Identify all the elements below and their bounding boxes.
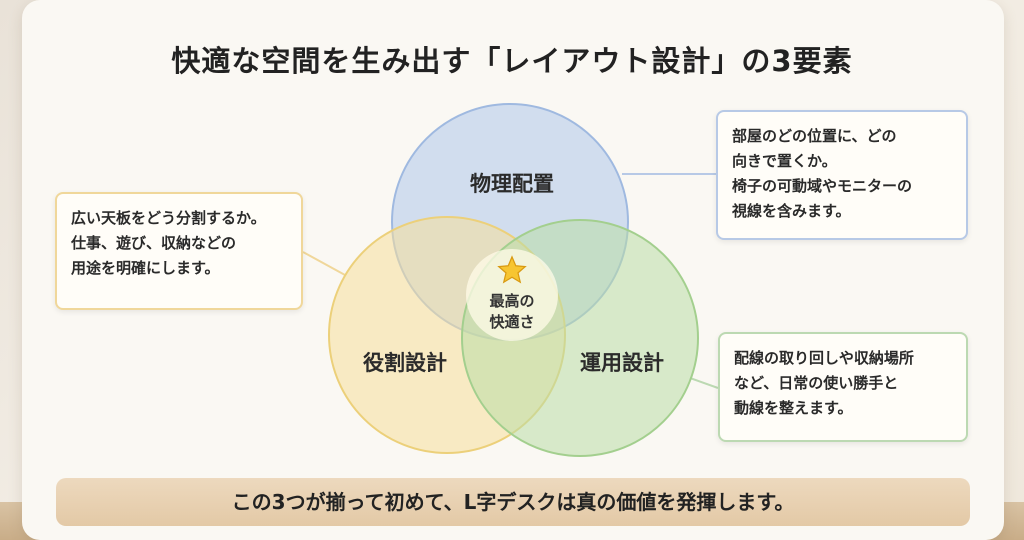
note-physical-placement: 部屋のどの位置に、どの 向きで置くか。 椅子の可動域やモニターの 視線を含みます… [716, 110, 968, 240]
label-role-design: 役割設計 [363, 351, 447, 375]
connector-bottom-right [689, 377, 719, 389]
page-title: 快適な空間を生み出す「レイアウト設計」の3要素 [171, 44, 853, 78]
star-icon [497, 255, 527, 284]
center-label-text: 最高の 快適さ [489, 292, 535, 331]
conclusion-banner: この3つが揃って初めて、L字デスクは真の価値を発揮します。 [56, 478, 970, 526]
label-operation-design: 運用設計 [580, 351, 664, 375]
center-glow [466, 249, 558, 341]
center-label: 最高の 快適さ [489, 291, 534, 333]
connector-left [302, 251, 346, 276]
label-physical-placement: 物理配置 [470, 172, 554, 196]
note-operation-design: 配線の取り回しや収納場所 など、日常の使い勝手と 動線を整えます。 [718, 332, 968, 442]
note-role-design: 広い天板をどう分割するか。 仕事、遊び、収納などの 用途を明確にします。 [55, 192, 303, 310]
